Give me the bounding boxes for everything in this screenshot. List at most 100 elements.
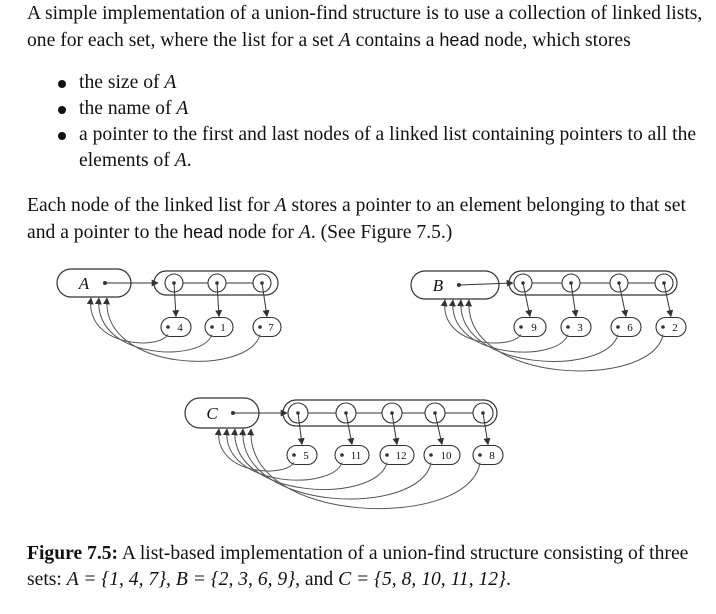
bullet-list: the size of A the name of A a pointer to… (52, 70, 712, 174)
head-keyword: head (183, 222, 224, 242)
bullet-dot-icon (58, 80, 66, 88)
element-node (204, 316, 234, 338)
element-label: 5 (303, 450, 309, 462)
node-to-element-arrow (570, 282, 579, 318)
intro-text: node, which stores (479, 30, 631, 51)
head-to-list-arrow (458, 279, 514, 287)
node-to-element-arrow (391, 412, 400, 446)
set-variable: A (338, 30, 351, 51)
set-variable: A (164, 72, 177, 93)
set-name-label: A (78, 274, 90, 293)
pointer-dot (429, 453, 433, 457)
element-node (379, 444, 415, 466)
head-node (410, 270, 500, 300)
caption-text: A list-based implementation of a union-f… (27, 543, 689, 590)
element-label: 7 (268, 322, 274, 334)
bullet-text: the size of (79, 72, 165, 93)
para-text: stores a pointer to an element belonging… (27, 195, 686, 243)
element-to-head-arrow (247, 428, 481, 510)
element-to-head-arrow (239, 428, 432, 500)
para-text: Each node of the linked list for (27, 195, 275, 216)
figure-caption: Figure 7.5: A list-based implementation … (27, 541, 716, 593)
para-text: node for (223, 222, 299, 243)
node-to-element-arrow (618, 282, 629, 318)
intro-paragraph: A simple implementation of a union-find … (27, 1, 713, 54)
pointer-dot (210, 325, 214, 329)
set-variable: A (274, 195, 287, 216)
element-label: 11 (351, 450, 362, 462)
element-to-head-arrow (448, 299, 569, 353)
node-to-element-arrow (215, 282, 223, 318)
set-b-definition: B = {2, 3, 6, 9} (175, 569, 296, 590)
pointer-dot (292, 453, 296, 457)
intro-text: A simple implementation of a union-find … (27, 3, 703, 51)
element-label: 10 (441, 450, 453, 462)
set-name-label: B (433, 276, 444, 295)
element-node (423, 444, 461, 466)
pointer-dot (166, 325, 170, 329)
bullet-item: the size of A (52, 70, 712, 96)
bullet-item: the name of A (52, 96, 712, 122)
set-c-definition: C = {5, 8, 10, 11, 12} (338, 569, 506, 590)
node-to-element-arrow (663, 282, 674, 318)
element-label: 3 (577, 322, 583, 334)
caption-sep: , and (295, 569, 339, 590)
element-node (655, 316, 687, 338)
bullet-text: a pointer to the first and last nodes of… (79, 124, 697, 171)
set-variable: A (176, 98, 189, 119)
node-to-element-arrow (434, 412, 445, 446)
element-label: 9 (531, 322, 537, 334)
node-to-element-arrow (297, 412, 305, 446)
element-to-head-arrow (94, 297, 213, 353)
pointer-dot (340, 453, 344, 457)
intro-text: contains a (350, 30, 440, 51)
caption-end: . (505, 569, 511, 590)
pointer-dot (616, 325, 620, 329)
node-to-element-arrow (522, 282, 533, 318)
element-label: 1 (220, 322, 226, 334)
node-to-element-arrow (172, 282, 180, 318)
node-to-element-arrow (345, 412, 355, 446)
head-keyword: head (439, 30, 480, 50)
caption-sep: , (166, 569, 176, 590)
node-to-element-arrow (261, 282, 270, 318)
element-label: 4 (177, 322, 183, 334)
set-B-group: B 9 3 6 2 (410, 270, 687, 372)
element-to-head-arrow (457, 299, 619, 362)
bullet-tail: . (186, 150, 192, 171)
element-node (513, 316, 547, 338)
element-node (472, 444, 504, 466)
bullet-dot-icon (58, 132, 66, 140)
element-label: 2 (672, 322, 678, 334)
element-to-head-arrow (214, 428, 295, 472)
element-to-head-arrow (222, 428, 343, 481)
figure-label: Figure 7.5: (27, 543, 119, 564)
set-name-label: C (206, 404, 218, 423)
para-text: . (See Figure 7.5.) (310, 222, 453, 243)
node-to-element-arrow (482, 412, 491, 446)
set-variable: A (174, 150, 187, 171)
element-node (252, 316, 282, 338)
bullet-text: the name of (79, 98, 177, 119)
element-to-head-arrow (440, 299, 522, 344)
pointer-dot (385, 453, 389, 457)
element-to-head-arrow (465, 299, 664, 372)
element-node (334, 444, 370, 466)
element-label: 8 (489, 450, 495, 462)
element-node (160, 316, 192, 338)
element-label: 6 (627, 322, 633, 334)
set-A-group: A 4 1 7 (56, 268, 282, 362)
pointer-dot (566, 325, 570, 329)
pointer-dot (661, 325, 665, 329)
element-to-head-arrow (86, 297, 169, 344)
pointer-dot (519, 325, 523, 329)
bullet-dot-icon (58, 106, 66, 114)
element-node (610, 316, 642, 338)
element-to-head-arrow (103, 297, 261, 362)
element-to-head-arrow (230, 428, 388, 490)
pointer-dot (258, 325, 262, 329)
node-paragraph: Each node of the linked list for A store… (27, 193, 713, 246)
element-node (560, 316, 592, 338)
